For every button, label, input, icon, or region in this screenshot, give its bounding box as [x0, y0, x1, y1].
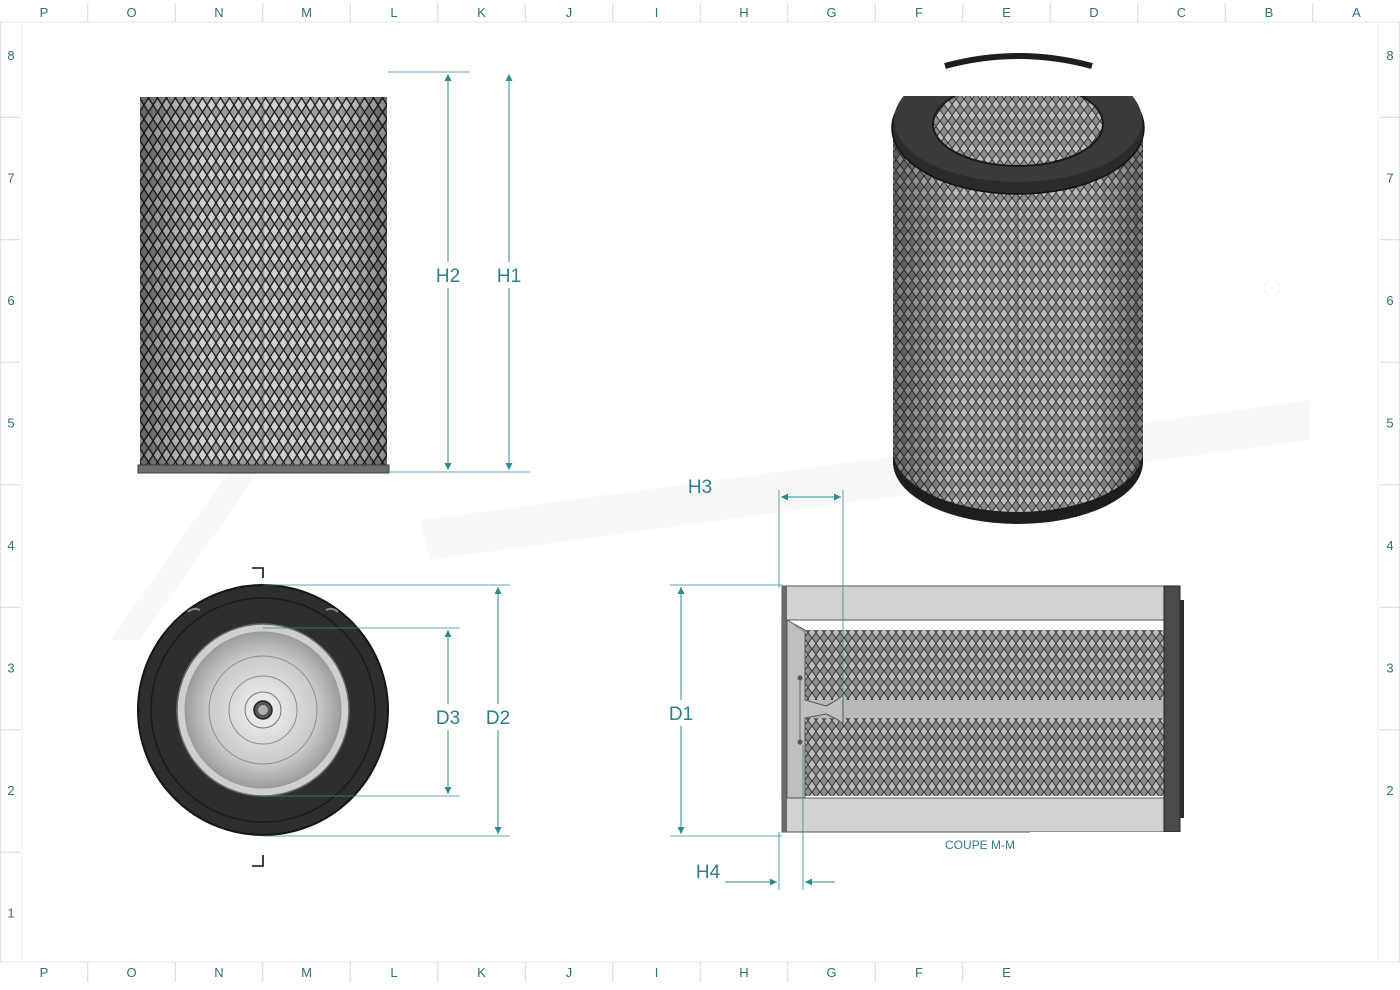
dimension-d1: D1 — [663, 587, 699, 834]
grid-number-left: 6 — [7, 293, 14, 308]
grid-letter-bottom: F — [915, 965, 923, 980]
dimension-d3: D3 — [430, 630, 466, 794]
grid-letter-bottom: N — [214, 965, 223, 980]
grid-number-right: 2 — [1386, 783, 1393, 798]
h4-label: H4 — [696, 862, 721, 883]
grid-letter-top: M — [301, 5, 312, 20]
grid-number-left: 1 — [7, 906, 14, 921]
d1-label: D1 — [669, 704, 693, 725]
section-marker-bottom — [252, 855, 264, 867]
grid-letter-top: G — [826, 5, 836, 20]
grid-letter-top: E — [1002, 5, 1011, 20]
grid-letter-top: I — [655, 5, 659, 20]
grid-number-right: 7 — [1386, 171, 1393, 186]
grid-letter-top: D — [1089, 5, 1098, 20]
dimension-h4: H4 — [696, 862, 835, 886]
grid-letter-top: L — [390, 5, 397, 20]
grid-number-right: 5 — [1386, 416, 1393, 431]
grid-letter-bottom: J — [566, 965, 573, 980]
grid-letter-top: K — [477, 5, 486, 20]
section-extension-lines — [670, 490, 844, 890]
grid-numbers-right: 8 7 6 5 4 3 2 — [1380, 48, 1400, 798]
grid-number-right: 4 — [1386, 538, 1393, 553]
section-marker-top — [252, 567, 264, 578]
grid-letter-bottom: I — [655, 965, 659, 980]
grid-letter-top: O — [126, 5, 136, 20]
grid-numbers-left: 8 7 6 5 4 3 2 1 — [0, 48, 20, 921]
d3-label: D3 — [436, 708, 460, 729]
grid-letter-top: H — [739, 5, 748, 20]
grid-number-right: 8 — [1386, 48, 1393, 63]
d2-label: D2 — [486, 708, 510, 729]
grid-letter-bottom: L — [390, 965, 397, 980]
grid-letter-top: A — [1352, 5, 1361, 20]
grid-letter-bottom: P — [40, 965, 49, 980]
height-extension-lines — [388, 71, 530, 473]
grid-letter-top: C — [1177, 5, 1186, 20]
filter-end-view — [137, 584, 389, 836]
filter-isometric-view — [891, 40, 1153, 524]
grid-letter-top: B — [1265, 5, 1274, 20]
dimension-h2: H2 — [430, 74, 466, 470]
dimension-h1: H1 — [491, 74, 527, 470]
grid-letter-top: N — [214, 5, 223, 20]
grid-letter-bottom: E — [1002, 965, 1011, 980]
dimension-h3: H3 — [688, 477, 841, 501]
grid-number-left: 3 — [7, 661, 14, 676]
grid-letter-top: P — [40, 5, 49, 20]
grid-number-left: 8 — [7, 48, 14, 63]
h3-label: H3 — [688, 477, 712, 498]
h2-label: H2 — [436, 266, 460, 287]
filter-section-view — [781, 585, 1190, 852]
grid-number-left: 4 — [7, 538, 14, 553]
diameter-extension-lines — [263, 584, 510, 837]
grid-letter-bottom: G — [826, 965, 836, 980]
grid-letter-top: J — [566, 5, 573, 20]
grid-number-left: 2 — [7, 783, 14, 798]
grid-number-right: 3 — [1386, 661, 1393, 676]
dimension-d2: D2 — [480, 587, 516, 834]
filter-front-view — [137, 70, 390, 474]
grid-number-left: 7 — [7, 171, 14, 186]
grid-number-left: 5 — [7, 416, 14, 431]
section-caption: COUPE M-M — [945, 838, 1015, 852]
grid-letter-bottom: K — [477, 965, 486, 980]
grid-letter-bottom: H — [739, 965, 748, 980]
grid-letter-bottom: M — [301, 965, 312, 980]
grid-letter-top: F — [915, 5, 923, 20]
grid-letter-bottom: O — [126, 965, 136, 980]
h1-label: H1 — [497, 266, 521, 287]
grid-number-right: 6 — [1386, 293, 1393, 308]
